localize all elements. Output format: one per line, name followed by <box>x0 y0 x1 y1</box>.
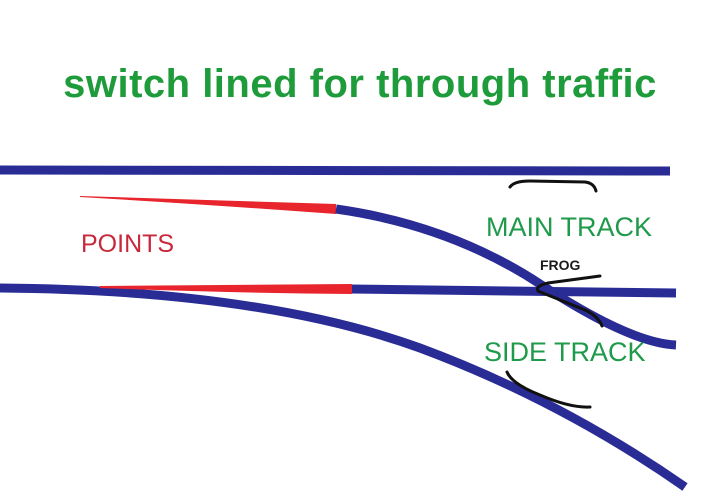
main-track-label: MAIN TRACK <box>486 212 653 242</box>
side-track-gauge-mark <box>505 370 592 409</box>
outer-main-rail <box>0 165 671 176</box>
side-track-label: SIDE TRACK <box>484 337 646 367</box>
inner-main-rail <box>349 284 677 298</box>
upper-point-blade <box>80 196 336 214</box>
main-track-gauge-mark <box>508 179 598 193</box>
diverging-closure-rail <box>335 204 677 350</box>
frog-label: FROG <box>540 257 581 273</box>
points-label: POINTS <box>81 230 175 258</box>
frog-mark <box>536 274 604 328</box>
outer-side-rail <box>0 283 688 491</box>
diagram-title: switch lined for through traffic <box>63 62 657 106</box>
lower-point-blade <box>100 284 352 294</box>
